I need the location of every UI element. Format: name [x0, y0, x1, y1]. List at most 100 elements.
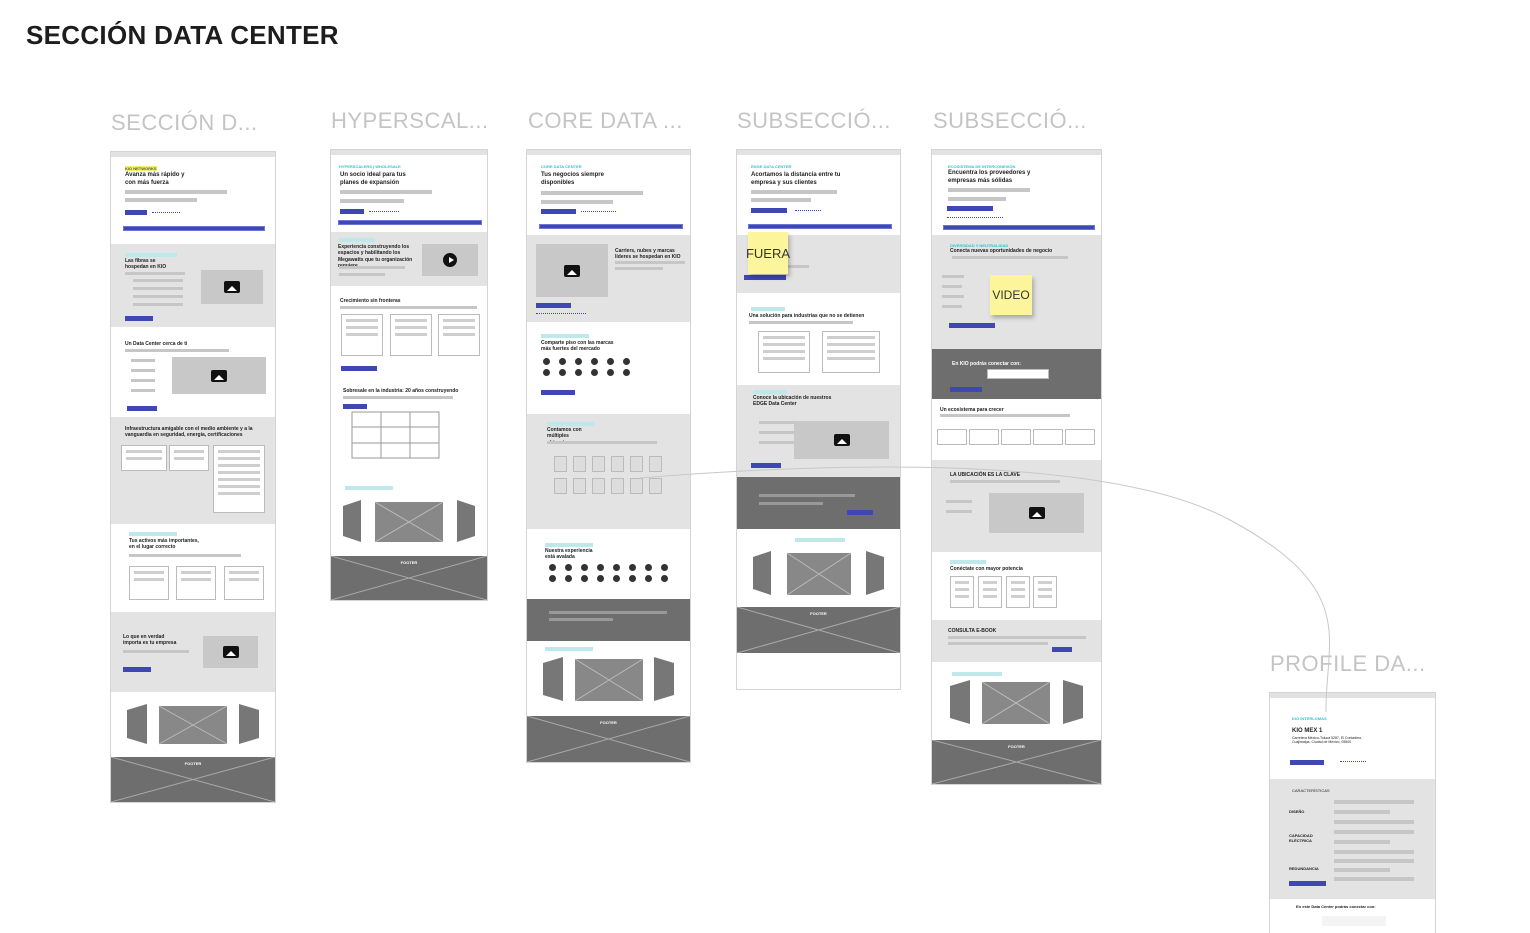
carousel[interactable] [331, 486, 487, 556]
section-button[interactable] [125, 316, 153, 321]
tab-bar[interactable] [748, 224, 892, 229]
carousel[interactable] [932, 662, 1101, 740]
section-title: LA UBICACIÓN ES LA CLAVE [950, 472, 1021, 478]
section-empresa: Lo que en verdad importa es tu empresa [111, 612, 275, 692]
image-icon [1028, 507, 1045, 519]
section-title: Conecta nuevas oportunidades de negocio [950, 248, 1053, 254]
frame-label[interactable]: CORE DATA ... [528, 108, 683, 133]
cta-link[interactable] [947, 216, 1003, 218]
section-experiencia: Experiencia construyendo los espacios y … [331, 232, 487, 286]
section-title: Las fibras se hospedan en KIO [125, 258, 167, 271]
section-title: Lo que en verdad importa es tu empresa [123, 634, 177, 647]
partner-logos [1322, 916, 1386, 926]
sticky-note[interactable]: VIDEO [990, 275, 1032, 315]
section-button[interactable] [950, 387, 982, 392]
image-icon [211, 369, 227, 382]
cta-button[interactable] [1290, 760, 1324, 765]
image-placeholder [794, 421, 889, 459]
cta-button[interactable] [125, 210, 147, 215]
cta-button[interactable] [541, 209, 576, 214]
section-button[interactable] [1289, 881, 1326, 886]
footer-label: FOOTER [400, 560, 418, 565]
carousel[interactable] [737, 529, 900, 607]
cta-button[interactable] [751, 208, 787, 213]
section-button[interactable] [536, 303, 571, 308]
section-title: Experiencia construyendo los espacios y … [338, 244, 413, 269]
image-placeholder [201, 270, 263, 304]
cta-button[interactable] [340, 209, 364, 214]
footer-label: FOOTER [810, 611, 827, 616]
cta-link[interactable] [795, 209, 821, 211]
frame-core-data-center[interactable]: CORE DATA CENTER Tus negocios siempre di… [527, 150, 690, 762]
frame-hyperscalers[interactable]: HYPERSCALERS | WHOLESALE Un socio ideal … [331, 150, 487, 600]
cta-link[interactable] [152, 211, 180, 213]
hero-tag: KIO INTERLOMAS [1292, 716, 1327, 721]
section-button[interactable] [123, 667, 151, 672]
section-ubicacion: LA UBICACIÓN ES LA CLAVE [932, 460, 1101, 552]
hero-title: Un socio ideal para tus planes de expans… [340, 172, 406, 186]
section-potencia: Conéctate con mayor potencia [932, 552, 1101, 620]
hero-title: Acortamos la distancia entre tu empresa … [751, 172, 841, 186]
section-button[interactable] [127, 406, 157, 411]
table-placeholder [351, 411, 440, 459]
section-title: CARACTERÍSTICAS [1292, 788, 1330, 793]
section-button[interactable] [744, 275, 786, 280]
carousel[interactable] [527, 641, 690, 716]
section-title: Conoce la ubicación de nuestros EDGE Dat… [753, 395, 832, 408]
frame-profile-data-center[interactable]: KIO INTERLOMAS KIO MEX 1 Carretera Méxic… [1270, 693, 1435, 933]
section-caracteristicas: CARACTERÍSTICAS DISEÑO CAPACIDAD ELÉCTRI… [1270, 779, 1435, 899]
image-placeholder [172, 357, 266, 394]
frame-seccion-data-center[interactable]: KIO NETWORKS Avanza más rápido y con más… [111, 152, 275, 802]
section-title: En este Data Center podrás conectar con: [1296, 904, 1376, 909]
banner-button[interactable] [847, 510, 873, 515]
footer: FOOTER [932, 740, 1101, 784]
cta-link[interactable] [581, 210, 616, 212]
hero-tag: ECOSISTEMA DE INTERCONEXIÓN [948, 164, 1016, 169]
ebook-button[interactable] [1052, 647, 1072, 652]
section-crecimiento: Crecimiento sin fronteras Sobresale en l… [331, 286, 487, 486]
frame-label[interactable]: SUBSECCIÓ... [933, 108, 1087, 133]
cta-link[interactable] [369, 210, 399, 212]
frame-ecosistema-interconexion[interactable]: ECOSISTEMA DE INTERCONEXIÓN Encuentra lo… [932, 150, 1101, 784]
section-title: Una solución para industrias que no se d… [749, 313, 865, 319]
frame-edge-data-center[interactable]: EDGE DATA CENTER Acortamos la distancia … [737, 150, 900, 689]
image-icon [564, 264, 580, 277]
frame-label[interactable]: SECCIÓN D... [111, 110, 258, 135]
frame-label[interactable]: HYPERSCAL... [331, 108, 489, 133]
section-title: Un ecosistema para crecer [940, 407, 1004, 413]
section-title: Crecimiento sin fronteras [340, 298, 401, 304]
carousel-placeholder [127, 704, 259, 745]
image-icon [222, 646, 239, 658]
footer-label: FOOTER [1008, 744, 1025, 749]
section-conectar: En KIO podrás conectar con: [932, 349, 1101, 399]
frame-label[interactable]: PROFILE DA... [1270, 651, 1426, 676]
section-ubicaciones: Contamos con múltiples ubicaciones [527, 414, 690, 529]
tab-bar[interactable] [123, 226, 265, 231]
section-button[interactable] [751, 463, 781, 468]
section-button[interactable] [949, 323, 995, 328]
logo-grid [549, 564, 671, 582]
section-banner [527, 599, 690, 641]
play-icon[interactable] [443, 253, 457, 267]
section-carriers: Carriers, nubes y marcas líderes se hosp… [527, 235, 690, 322]
tab-bar[interactable] [943, 225, 1095, 230]
footer: FOOTER [111, 757, 275, 802]
frame-label[interactable]: SUBSECCIÓ... [737, 108, 891, 133]
section-button[interactable] [341, 366, 377, 371]
section-ecosistema: Un ecosistema para crecer [932, 399, 1101, 460]
section-link[interactable] [536, 312, 586, 314]
section-button[interactable] [541, 390, 575, 395]
cta-button[interactable] [947, 206, 993, 211]
section-button[interactable] [343, 404, 367, 409]
feature-label: REDUNDANCIA [1289, 866, 1319, 871]
section-title: Carriers, nubes y marcas líderes se hosp… [615, 248, 681, 261]
carousel[interactable] [111, 692, 275, 757]
carousel-placeholder [753, 551, 884, 596]
image-icon [833, 434, 850, 446]
cta-link[interactable] [1340, 760, 1366, 762]
tab-bar[interactable] [338, 220, 482, 225]
hero-tag: EDGE DATA CENTER [751, 164, 792, 169]
sticky-note[interactable]: FUERA [746, 232, 790, 274]
video-placeholder[interactable] [422, 244, 478, 276]
tab-bar[interactable] [539, 224, 683, 229]
